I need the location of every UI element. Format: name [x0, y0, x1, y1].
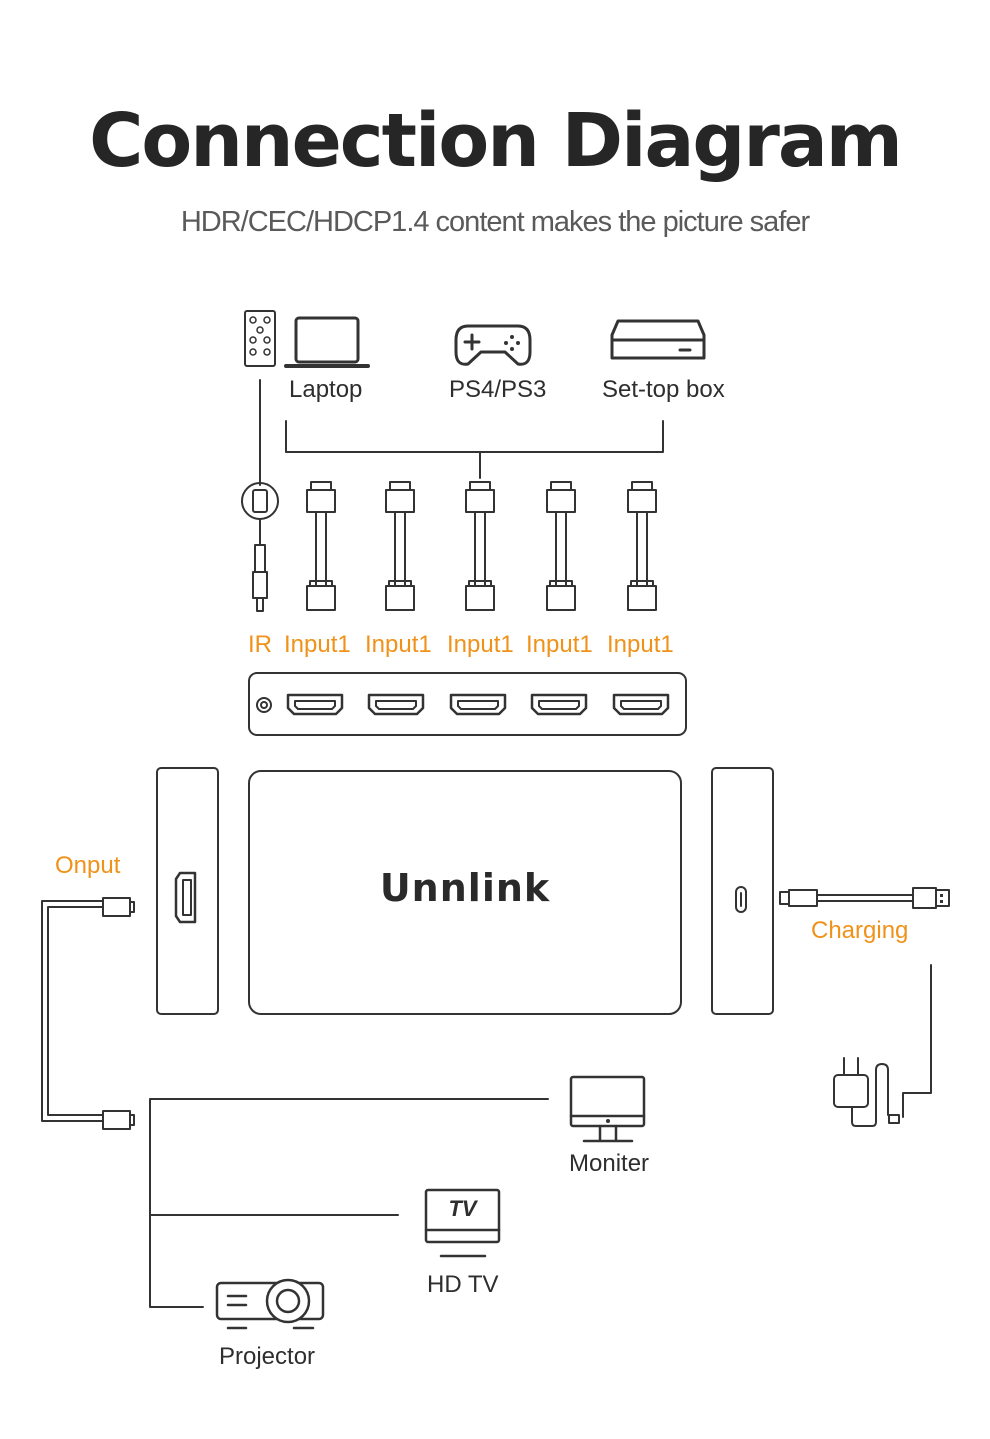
output-side-panel — [156, 767, 219, 1015]
source-label-set-top-box: Set-top box — [602, 376, 725, 403]
input-label-4: Input1 — [526, 631, 593, 658]
hdmi-port-1 — [286, 693, 344, 716]
gamepad-icon — [454, 324, 532, 366]
display-wires — [149, 1098, 549, 1308]
hdmi-cable-3 — [465, 481, 495, 611]
laptop-icon — [284, 316, 370, 368]
hdmi-port-5 — [612, 693, 670, 716]
hdmi-cable-2 — [385, 481, 415, 611]
projector-icon — [215, 1278, 325, 1330]
page-subtitle: HDR/CEC/HDCP1.4 content makes the pictur… — [180, 206, 810, 238]
hdmi-cable-4 — [546, 481, 576, 611]
tv-badge: TV — [448, 1196, 477, 1221]
monitor-icon — [569, 1075, 646, 1143]
power-wire — [902, 964, 932, 1118]
hdmi-port-2 — [367, 693, 425, 716]
brand-logo: Unnlink — [379, 866, 551, 910]
projector-label: Projector — [219, 1343, 316, 1370]
ir-label: IR — [248, 631, 272, 658]
input-label-2: Input1 — [365, 631, 432, 658]
source-label-ps4-ps3: PS4/PS3 — [449, 376, 547, 403]
output-label: Onput — [55, 852, 121, 879]
input-panel — [248, 672, 687, 736]
charging-side-panel — [711, 767, 774, 1015]
input-label-1: Input1 — [284, 631, 351, 658]
source-label-laptop: Laptop — [289, 376, 363, 403]
input-label-5: Input1 — [607, 631, 674, 658]
ir-receiver-icon — [241, 482, 279, 612]
output-cable — [41, 897, 135, 1130]
switch-device-body — [248, 770, 682, 1015]
hdmi-cable-5 — [627, 481, 657, 611]
page-title: Connection Diagram — [89, 98, 903, 184]
hdtv-label: HD TV — [427, 1271, 499, 1298]
hdtv-icon — [424, 1188, 501, 1258]
input-label-3: Input1 — [447, 631, 514, 658]
hdmi-cable-1 — [306, 481, 336, 611]
power-adapter-icon — [833, 1057, 900, 1127]
monitor-label: Moniter — [569, 1150, 650, 1177]
set-top-box-icon — [610, 319, 706, 360]
hdmi-port-3 — [449, 693, 507, 716]
charging-label: Charging — [811, 917, 909, 944]
hdmi-port-4 — [530, 693, 588, 716]
usb-cable-icon — [779, 887, 950, 909]
source-bracket — [285, 420, 664, 479]
remote-control-icon — [244, 310, 276, 367]
